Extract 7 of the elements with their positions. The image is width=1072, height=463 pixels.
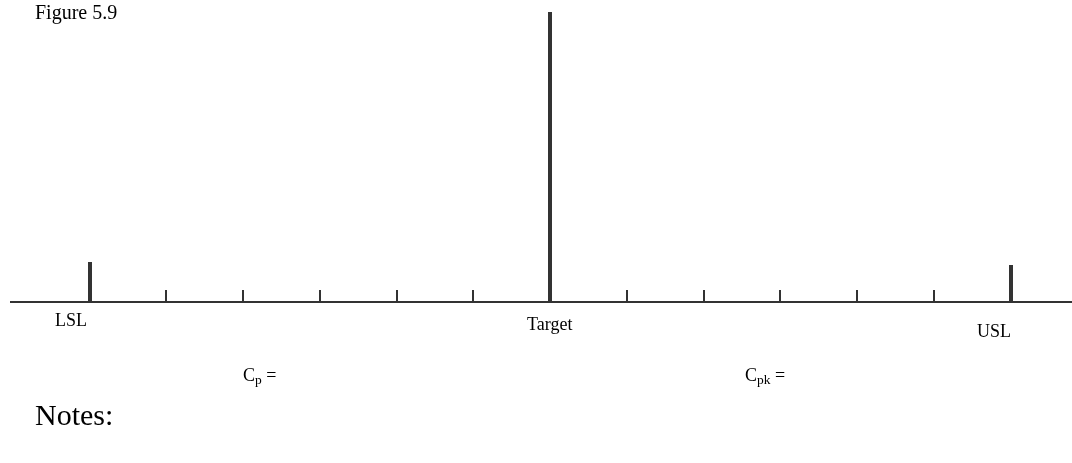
- axis-label: LSL: [55, 309, 87, 332]
- axis-label: Target: [527, 313, 573, 336]
- figure-title: Figure 5.9: [35, 0, 118, 25]
- axis-label: USL: [977, 320, 1011, 343]
- notes-heading: Notes:: [35, 397, 114, 433]
- formula-label: C$_{pk}$ =: [745, 364, 786, 387]
- formula-label: C$_{p}$ =: [243, 364, 277, 387]
